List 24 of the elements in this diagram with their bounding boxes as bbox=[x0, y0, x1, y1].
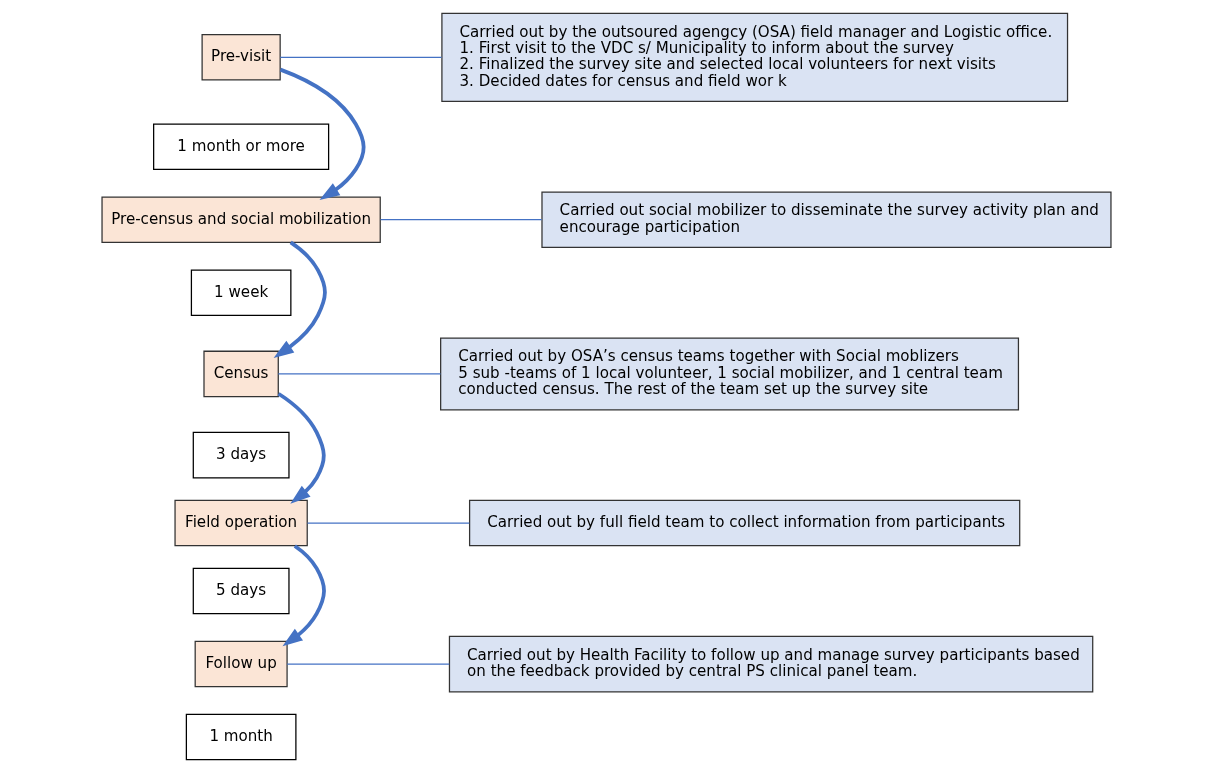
connector bbox=[277, 373, 441, 375]
arrow bbox=[279, 67, 365, 200]
arrow bbox=[281, 544, 326, 647]
node-box: 1 month or more bbox=[152, 123, 329, 170]
connector bbox=[379, 219, 542, 221]
arrow bbox=[277, 392, 326, 504]
node-box: Carried out by Health Facility to follow up and manage survey participants based on the feedback provided by central PS clinical panel team. bbox=[448, 635, 1093, 693]
node-box: Census bbox=[202, 350, 279, 398]
node-box: Carried out social mobilizer to disseminate the survey activity plan and encourage participation bbox=[540, 191, 1112, 249]
connector bbox=[279, 56, 442, 58]
node-box: 5 days bbox=[192, 567, 290, 615]
node-box: Carried out by full field team to collect information from participants bbox=[468, 499, 1020, 547]
node-box: Carried out by the outsoured agengcy (OSA) field manager and Logistic office. 1. First visit to the VDC s/ Municipality to inform about the survey 2. Finalized the survey site and selected local volunteers for next visits 3. Decided dates for census and field wor k bbox=[440, 12, 1068, 102]
node-box: 1 week bbox=[190, 269, 291, 316]
connector bbox=[286, 663, 450, 665]
arrow bbox=[273, 240, 327, 358]
node-box: Carried out by OSA’s census teams together with Social moblizers 5 sub -teams of 1 local volunteer, 1 social mobilizer, and 1 central team conducted census. The rest of the team set up the survey site bbox=[439, 337, 1019, 411]
node-box: Field operation bbox=[173, 499, 308, 547]
node-box: 3 days bbox=[192, 431, 290, 479]
node-box: Follow up bbox=[194, 640, 288, 688]
connector bbox=[306, 522, 470, 524]
node-box: 1 month bbox=[185, 713, 296, 761]
node-box: Pre-visit bbox=[201, 34, 281, 81]
node-box: Pre-census and social mobilization bbox=[100, 196, 381, 243]
